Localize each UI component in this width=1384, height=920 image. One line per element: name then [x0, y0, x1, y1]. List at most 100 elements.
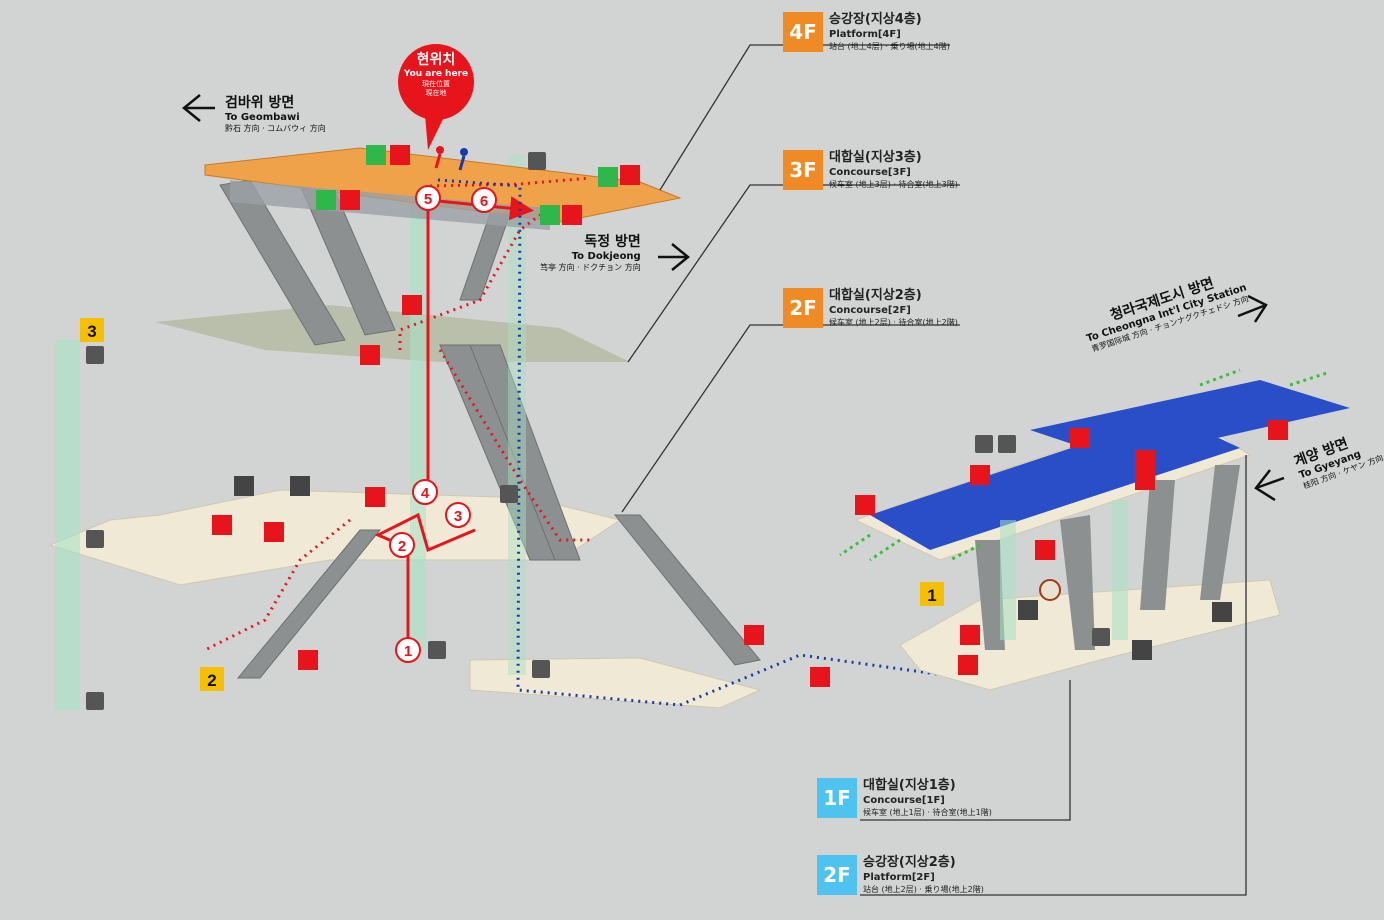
fire-extinguisher-icon: [264, 522, 284, 542]
platform-4f-left: [204, 147, 682, 223]
elevator-icon: [86, 346, 104, 364]
floor-legend-2f: 2F 대합실(지상2층) Concourse[2F] 候车室 (地上2层) · …: [783, 288, 958, 328]
route-step-1: 1: [404, 643, 412, 660]
emergency-phone-icon: [366, 145, 386, 165]
elevator-icon: [975, 435, 993, 453]
route-step-4: 4: [421, 485, 430, 502]
floor-2f-platform-sub: 站台 (地上2层) · 乗り場(地上2階): [863, 885, 984, 894]
floor-badge-2f-platform: 2F: [817, 855, 857, 895]
fire-extinguisher-icon: [1070, 428, 1090, 448]
floor-badge-1f: 1F: [817, 778, 857, 818]
fire-extinguisher-icon: [360, 345, 380, 365]
fire-extinguisher-icon: [365, 487, 385, 507]
route-step-5: 5: [424, 191, 432, 208]
fire-extinguisher-icon: [620, 165, 640, 185]
direction-dokjeong: 독정 방면 To Dokjeong 笃亭 方向 · ドクチョン 方向: [540, 234, 641, 273]
walking-route-dotted: [204, 176, 591, 652]
fire-extinguisher-icon: [390, 145, 410, 165]
current-location-zh: 現在地: [425, 89, 447, 97]
current-location-pointer: [425, 115, 445, 150]
floor-3f-en: Concourse[3F]: [829, 167, 911, 178]
direction-geombawi-en: To Geombawi: [225, 112, 300, 123]
elevator-icon: [528, 152, 546, 170]
floor-1f-en: Concourse[1F]: [863, 795, 945, 806]
fire-extinguisher-icon: [298, 650, 318, 670]
direction-dokjeong-ko: 독정 방면: [584, 234, 641, 250]
floor-4f-en: Platform[4F]: [829, 29, 901, 40]
floor-1f-sub: 候车室 (地上1层) · 待合室(地上1階): [863, 808, 992, 817]
floor-4f-ko: 승강장(지상4층): [829, 12, 922, 27]
current-location-en: You are here: [403, 69, 469, 79]
elevator-icon: [428, 641, 446, 659]
restroom-icon: [234, 476, 254, 496]
floor-2f-ko: 대합실(지상2층): [829, 288, 922, 303]
direction-dokjeong-sub: 笃亭 方向 · ドクチョン 方向: [540, 263, 641, 272]
floor-legend-3f: 3F 대합실(지상3층) Concourse[3F] 候车室 (地上3层) · …: [783, 150, 958, 190]
restroom-icon: [1132, 640, 1152, 660]
elevator-icon: [998, 435, 1016, 453]
current-location-ja: 現在位置: [422, 80, 450, 88]
fire-extinguisher-icon: [855, 495, 875, 515]
floor-2f-platform-ko: 승강장(지상2층): [863, 855, 956, 870]
elevator-shaft-center: [410, 180, 426, 650]
information-icon: [1039, 579, 1061, 601]
elevator-shaft-left: [55, 340, 80, 710]
fire-extinguisher-icon: [1268, 420, 1288, 440]
floor-4f-sub: 站台 (地上4层) · 乗り場(地上4階): [829, 42, 950, 51]
emergency-phone-icons: [316, 145, 618, 225]
accessible-route-dotted: [437, 178, 1091, 707]
exit-2-badge: [200, 667, 224, 691]
floor-badge-2f: 2F: [783, 288, 823, 328]
floor-legend-2f-platform: 2F 승강장(지상2층) Platform[2F] 站台 (地上2层) · 乗り…: [817, 855, 984, 895]
floor-badge-4f: 4F: [783, 12, 823, 52]
fire-extinguisher-icon: [340, 190, 360, 210]
route-step-6: 6: [480, 193, 488, 210]
supports-right: [975, 465, 1240, 650]
direction-arrows: [182, 94, 1285, 502]
fire-extinguisher-icon: [960, 625, 980, 645]
fire-extinguisher-icon: [810, 667, 830, 687]
elevator-icons: [86, 152, 1110, 710]
floor-3f-sub: 候车室 (地上3层) · 待合室(地上3階): [829, 180, 958, 189]
route-steps: 1 2 3 4 5 6: [389, 185, 497, 663]
elevator-icon: [86, 692, 104, 710]
exit-1-label: 1: [927, 586, 936, 605]
train-left: [230, 180, 550, 231]
fire-extinguisher-icon: [958, 655, 978, 675]
platform-2f-right-upper: [1030, 380, 1350, 460]
emergency-exit-icon: [434, 146, 468, 171]
current-location-marker: 현위치 You are here 現在位置 現在地: [398, 44, 474, 120]
emergency-phone-icon: [598, 167, 618, 187]
floor-legend-1f: 1F 대합실(지상1층) Concourse[1F] 候车室 (地上1层) · …: [817, 778, 992, 818]
floor-3f-ko: 대합실(지상3층): [829, 150, 922, 165]
fire-extinguisher-icon: [1035, 540, 1055, 560]
floor-1f-ko: 대합실(지상1층): [863, 778, 956, 793]
fire-extinguisher-icon: [970, 465, 990, 485]
exit-1-badge: [920, 582, 944, 606]
fire-extinguisher-icon: [1135, 470, 1155, 490]
elevator-shaft-right: [508, 155, 526, 675]
fire-extinguisher-icon: [562, 205, 582, 225]
elevator-icon: [86, 530, 104, 548]
floor-2f-en: Concourse[2F]: [829, 305, 911, 316]
restroom-icon: [1212, 602, 1232, 622]
accessible-entrance-icon: [1018, 600, 1038, 620]
direction-geombawi-ko: 검바위 방면: [225, 95, 295, 111]
floor-legend-4f: 4F 승강장(지상4층) Platform[4F] 站台 (地上4层) · 乗り…: [783, 12, 950, 52]
route-step-2: 2: [398, 538, 406, 555]
concourse-3f-slab: [155, 305, 630, 362]
leader-lines: [621, 44, 1247, 896]
exit-3-badge: [80, 318, 104, 342]
floor-2f-platform-en: Platform[2F]: [863, 872, 935, 883]
fire-extinguisher-icon: [744, 625, 764, 645]
fire-extinguisher-icon: [212, 515, 232, 535]
floor-badge-3f: 3F: [783, 150, 823, 190]
route-step-3: 3: [454, 508, 462, 525]
direction-dokjeong-en: To Dokjeong: [571, 251, 641, 262]
emergency-phone-icon: [316, 190, 336, 210]
fire-extinguisher-icon: [402, 295, 422, 315]
emergency-exit-arrows: [839, 368, 1331, 562]
current-location-ko: 현위치: [416, 52, 456, 68]
elevator-icon: [1092, 628, 1110, 646]
